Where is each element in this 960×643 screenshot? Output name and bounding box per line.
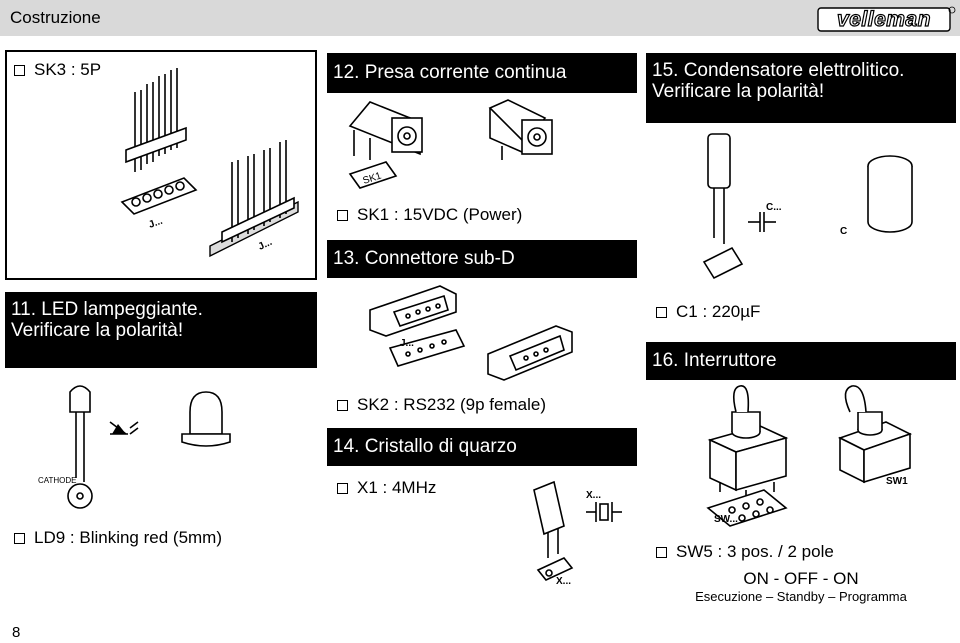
capacitor-illustration: C... C: [702, 133, 913, 280]
dc-jack-illustration: SK1: [348, 99, 553, 189]
s16-title-bar: 16. Interruttore: [646, 342, 956, 380]
s13-part-item: SK2 : RS232 (9p female): [337, 395, 546, 415]
sk3-part-item: SK3 : 5P: [14, 60, 101, 80]
s16-part-item: SW5 : 3 pos. / 2 pole: [656, 542, 834, 562]
svg-text:J...: J...: [257, 237, 274, 253]
page-number: 8: [12, 624, 21, 641]
checkbox-icon: [14, 64, 25, 76]
s11-title-bar: 11. LED lampeggiante. Verificare la pola…: [5, 292, 317, 368]
velleman-logo: velleman: [817, 6, 956, 32]
s15-title-line2: Verificare la polarità!: [652, 80, 825, 102]
svg-text:C...: C...: [766, 202, 782, 213]
checkbox-icon: [14, 532, 25, 544]
crystal-illustration: X... X...: [533, 480, 622, 587]
s14-part-label: X1 : 4MHz: [357, 478, 437, 497]
checkbox-icon: [337, 209, 348, 221]
svg-text:C: C: [840, 226, 847, 237]
svg-text:SW1: SW1: [886, 476, 908, 487]
s14-title: 14. Cristallo di quarzo: [333, 435, 517, 457]
s11-part-item: LD9 : Blinking red (5mm): [14, 528, 222, 548]
s15-part-item: C1 : 220µF: [656, 302, 760, 322]
svg-text:velleman: velleman: [837, 8, 931, 31]
sk3-part-label: SK3 : 5P: [34, 60, 102, 79]
led-illustration: [67, 385, 231, 509]
s15-title-bar: 15. Condensatore elettrolitico. Verifica…: [646, 53, 956, 123]
toggle-switch-illustration: SW... SW1: [706, 385, 913, 527]
s14-title-bar: 14. Cristallo di quarzo: [327, 428, 637, 466]
header-bar: [0, 0, 960, 36]
checkbox-icon: [337, 482, 348, 494]
s13-part-label: SK2 : RS232 (9p female): [357, 395, 546, 414]
sub-d-illustration: J...: [369, 285, 573, 381]
s12-part-label: SK1 : 15VDC (Power): [357, 205, 523, 224]
header-pins-illustration: J... J...: [120, 68, 299, 258]
cathode-label: CATHODE: [38, 476, 77, 485]
s15-title-line1: 15. Condensatore elettrolitico.: [652, 60, 905, 81]
s12-title-bar: 12. Presa corrente continua: [327, 53, 637, 93]
s16-title: 16. Interruttore: [652, 349, 777, 371]
s16-positions: ON - OFF - ON: [743, 569, 859, 588]
svg-text:SW...: SW...: [714, 514, 738, 525]
s16-part-label: SW5 : 3 pos. / 2 pole: [676, 542, 834, 561]
s11-title-line1: 11. LED lampeggiante.: [11, 299, 203, 320]
s14-part-item: X1 : 4MHz: [337, 478, 436, 498]
s12-title: 12. Presa corrente continua: [333, 61, 567, 83]
svg-text:J...: J...: [147, 216, 164, 231]
s15-part-label: C1 : 220µF: [676, 302, 761, 321]
s11-part-label: LD9 : Blinking red (5mm): [34, 528, 223, 547]
svg-text:X...: X...: [556, 576, 571, 587]
s13-title-bar: 13. Connettore sub-D: [327, 240, 637, 278]
s11-title-line2: Verificare la polarità!: [11, 319, 184, 341]
checkbox-icon: [656, 546, 667, 558]
sk3-panel: [5, 50, 317, 280]
svg-text:J...: J...: [400, 338, 414, 349]
s13-title: 13. Connettore sub-D: [333, 247, 515, 269]
checkbox-icon: [337, 399, 348, 411]
s16-modes: Esecuzione – Standby – Programma: [695, 589, 907, 604]
section-title: Costruzione: [10, 8, 101, 27]
s12-part-item: SK1 : 15VDC (Power): [337, 205, 522, 225]
checkbox-icon: [656, 306, 667, 318]
svg-text:X...: X...: [586, 490, 601, 501]
